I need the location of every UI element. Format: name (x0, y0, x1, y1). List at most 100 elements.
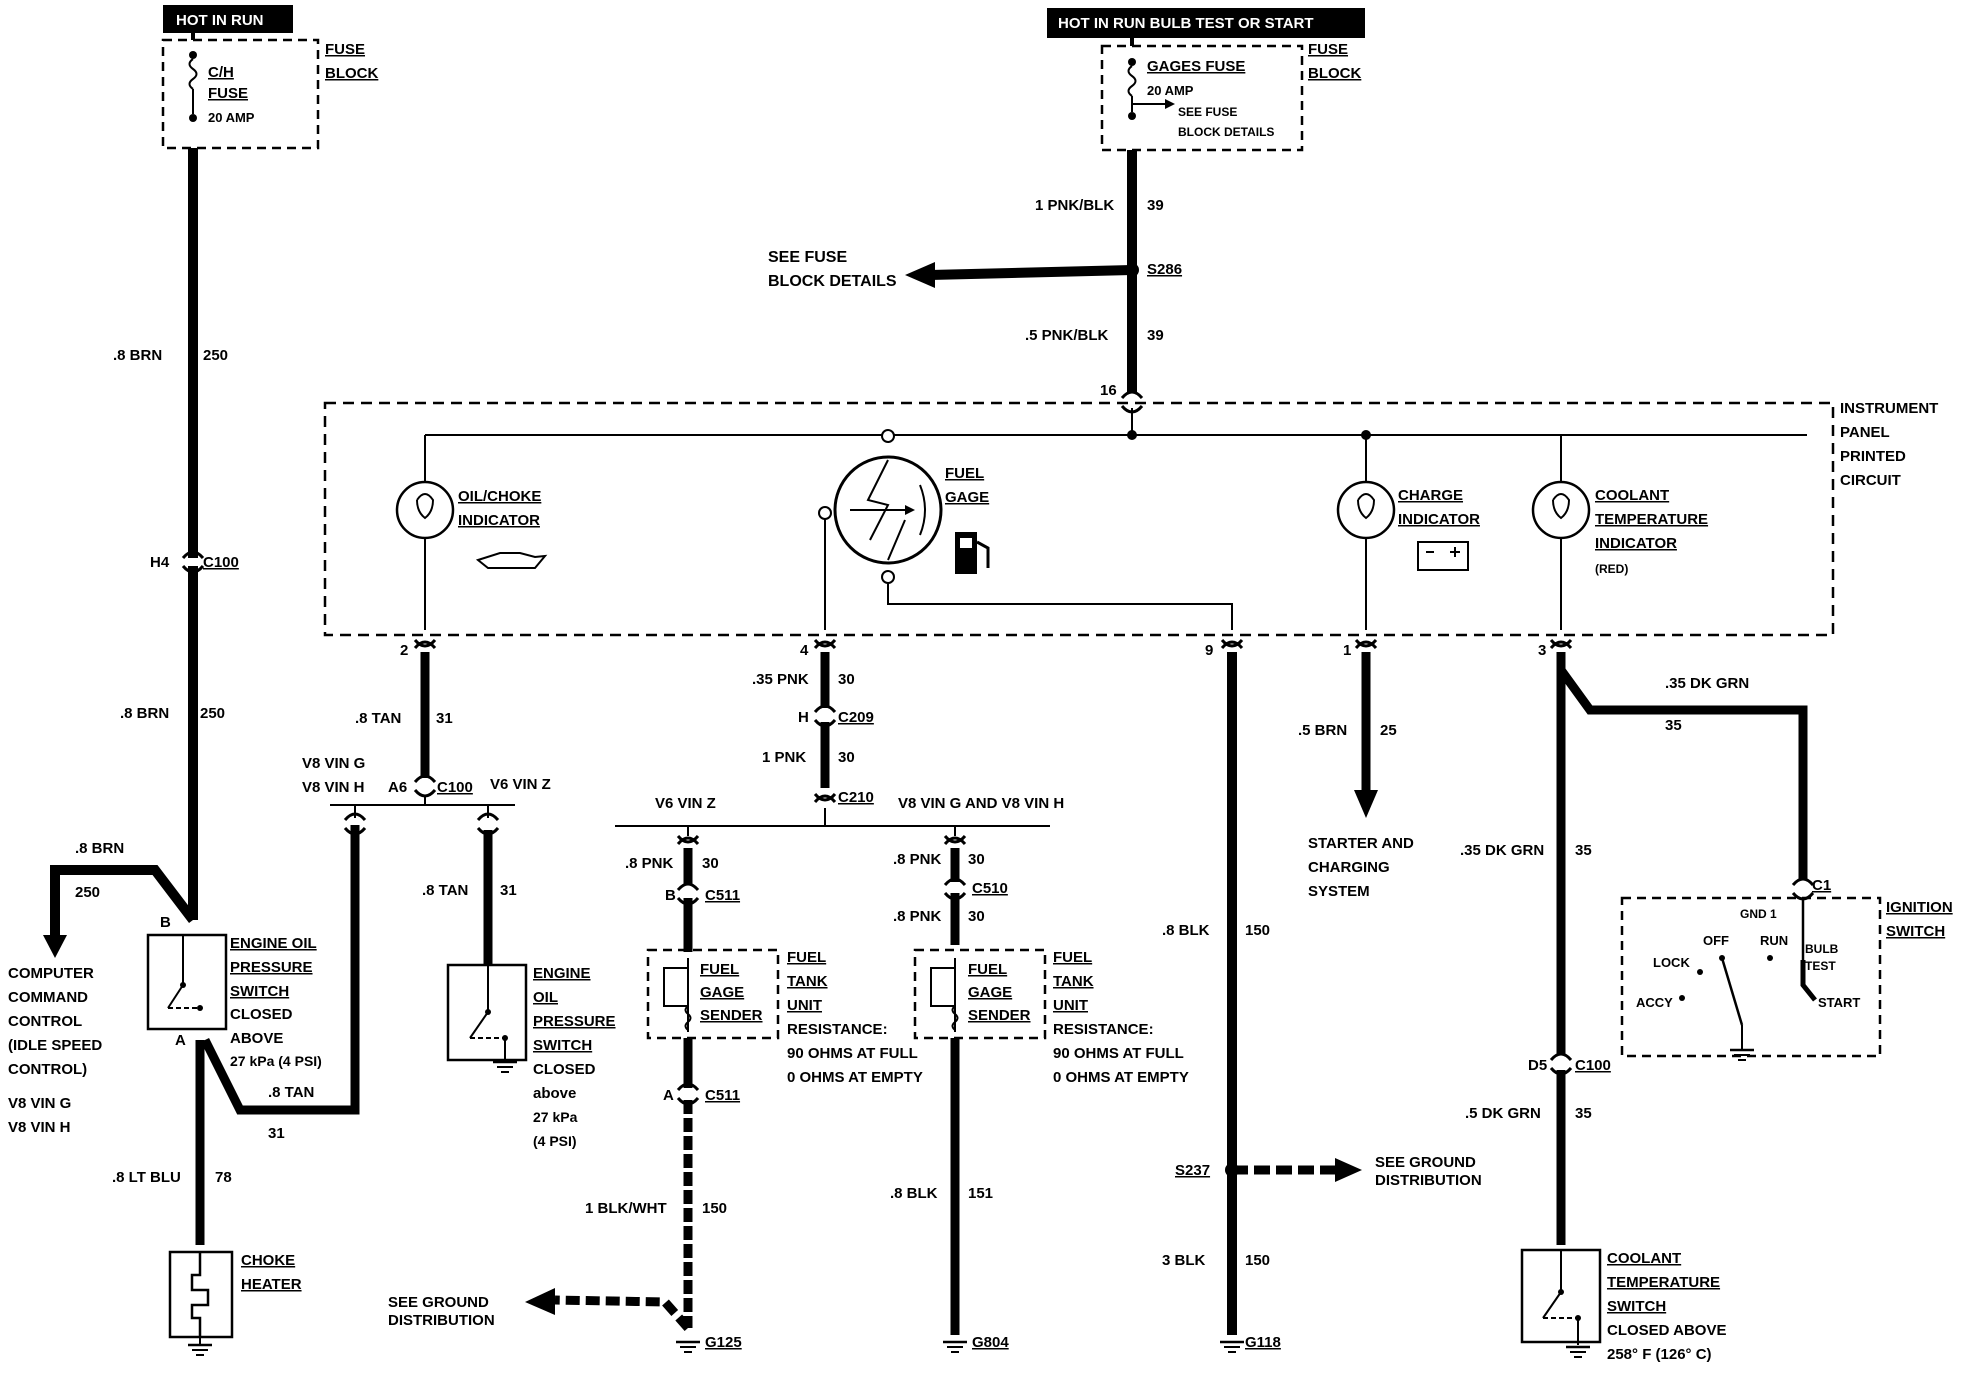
fuel-tank-unit-v8 (913, 948, 1047, 1040)
oil-sw1-name-3: SWITCH (230, 983, 289, 1000)
conn-c100-c: C100 (1575, 1057, 1611, 1074)
ign-name-1: IGNITION (1886, 899, 1953, 916)
choke-name-2: HEATER (241, 1276, 302, 1293)
conn-c100-b: C100 (437, 779, 473, 796)
w250-out-circuit: 250 (75, 884, 100, 901)
tank-v8-3: UNIT (1053, 997, 1088, 1014)
ign-start: START (1818, 995, 1860, 1010)
tank-v8-1: FUEL (1053, 949, 1092, 966)
w35-a-gauge: .35 DK GRN (1665, 675, 1749, 692)
starter-1: STARTER AND (1308, 835, 1414, 852)
w30-v6-gauge: .8 PNK (625, 855, 674, 872)
w150-a-gauge: 1 BLK/WHT (585, 1200, 667, 1217)
ign-off: OFF (1703, 933, 1729, 948)
pin-4: 4 (800, 642, 809, 659)
computer-2: COMMAND (8, 989, 88, 1006)
oil-sw2-name-4: SWITCH (533, 1037, 592, 1054)
w150-c-circuit: 150 (1245, 1252, 1270, 1269)
res-v6-3: 0 OHMS AT EMPTY (787, 1069, 923, 1086)
oil-can-icon (475, 552, 548, 569)
tank-v6-1: FUEL (787, 949, 826, 966)
computer-5: CONTROL) (8, 1061, 87, 1078)
oil-sw2-name-2: OIL (533, 989, 558, 1006)
coolant-sw-3: SWITCH (1607, 1298, 1666, 1315)
v8-top-2: V8 VIN H (302, 779, 365, 796)
conn-c210: C210 (838, 789, 874, 806)
w31-v6-circuit: 31 (500, 882, 517, 899)
tank-v6-2: TANK (787, 973, 828, 990)
w35-c-circuit: 35 (1575, 1105, 1592, 1122)
fuse-right-note-2: BLOCK DETAILS (1178, 125, 1274, 139)
sw-a-label: A (175, 1032, 186, 1049)
w150-b-gauge: .8 BLK (1162, 922, 1210, 939)
pin-3: 3 (1538, 642, 1546, 659)
s286-label: S286 (1147, 261, 1182, 278)
w35-c-gauge: .5 DK GRN (1465, 1105, 1541, 1122)
header-left-text: HOT IN RUN (176, 12, 264, 29)
fuel-gage (833, 455, 943, 565)
w39-top-gauge: 1 PNK/BLK (1035, 197, 1114, 214)
w25-circuit: 25 (1380, 722, 1397, 739)
w25-gauge: .5 BRN (1298, 722, 1347, 739)
panel-pin-connectors (413, 638, 1573, 650)
sender-v6-1: FUEL (700, 961, 739, 978)
starter-2: CHARGING (1308, 859, 1390, 876)
oil-sw2-note-2: above (533, 1085, 576, 1102)
conn-c510: C510 (972, 880, 1008, 897)
conn-d5: D5 (1528, 1057, 1547, 1074)
pin-1: 1 (1343, 642, 1351, 659)
fuse-right-rating: 20 AMP (1147, 83, 1194, 98)
w250-out-gauge: .8 BRN (75, 840, 124, 857)
w39-top-circuit: 39 (1147, 197, 1164, 214)
res-v8-3: 0 OHMS AT EMPTY (1053, 1069, 1189, 1086)
v8-fuel: V8 VIN G AND V8 VIN H (898, 795, 1064, 812)
v8-top-1: V8 VIN G (302, 755, 365, 772)
w31-v8-gauge: .8 TAN (268, 1084, 314, 1101)
panel-title-3: PRINTED (1840, 448, 1906, 465)
coolant-ind-2: TEMPERATURE (1595, 511, 1708, 528)
ign-bulb-1: BULB (1805, 942, 1839, 956)
computer-1: COMPUTER (8, 965, 94, 982)
choke-name-1: CHOKE (241, 1252, 295, 1269)
w250-mid-gauge: .8 BRN (120, 705, 169, 722)
coolant-sw-2: TEMPERATURE (1607, 1274, 1720, 1291)
fuse-left-block-1: FUSE (325, 41, 365, 58)
oil-sw2-note-1: CLOSED (533, 1061, 596, 1078)
coolant-note-2: 258° F (126° C) (1607, 1346, 1712, 1363)
coolant-lamp (1531, 480, 1591, 540)
fuel-gage-2: GAGE (945, 489, 989, 506)
w78-circuit: 78 (215, 1169, 232, 1186)
w250-top-circuit: 250 (203, 347, 228, 364)
conn-c511-a: C511 (705, 887, 740, 904)
coolant-sw-1: COOLANT (1607, 1250, 1681, 1267)
w31-top-circuit: 31 (436, 710, 453, 727)
see-ground-b-2: DISTRIBUTION (1375, 1172, 1482, 1189)
oil-sw2-note-4: (4 PSI) (533, 1133, 577, 1149)
w35-b-circuit: 35 (1575, 842, 1592, 859)
panel-title-2: PANEL (1840, 424, 1890, 441)
charge-ind-1: CHARGE (1398, 487, 1463, 504)
ign-name-2: SWITCH (1886, 923, 1945, 940)
ground-g804: G804 (972, 1334, 1009, 1351)
w250-mid-circuit: 250 (200, 705, 225, 722)
oil-ind-2: INDICATOR (458, 512, 540, 529)
ground-g118: G118 (1245, 1334, 1281, 1351)
header-left-bar (163, 5, 293, 33)
v6-top: V6 VIN Z (490, 776, 551, 793)
ground-g125: G125 (705, 1334, 742, 1351)
w35-a-circuit: 35 (1665, 717, 1682, 734)
fuse-block-left (161, 38, 320, 150)
fuse-right-note-1: SEE FUSE (1178, 105, 1237, 119)
conn-a: A (663, 1087, 674, 1104)
w150-b-circuit: 150 (1245, 922, 1270, 939)
sender-v6-2: GAGE (700, 984, 744, 1001)
fuse-block-right (1100, 44, 1304, 152)
w31-v6-gauge: .8 TAN (422, 882, 468, 899)
computer-3: CONTROL (8, 1013, 82, 1030)
see-ground-b-1: SEE GROUND (1375, 1154, 1476, 1171)
res-v6-1: RESISTANCE: (787, 1021, 888, 1038)
w150-a-circuit: 150 (702, 1200, 727, 1217)
conn-h: H (798, 709, 809, 726)
oil-sw1-note-2: ABOVE (230, 1030, 283, 1047)
